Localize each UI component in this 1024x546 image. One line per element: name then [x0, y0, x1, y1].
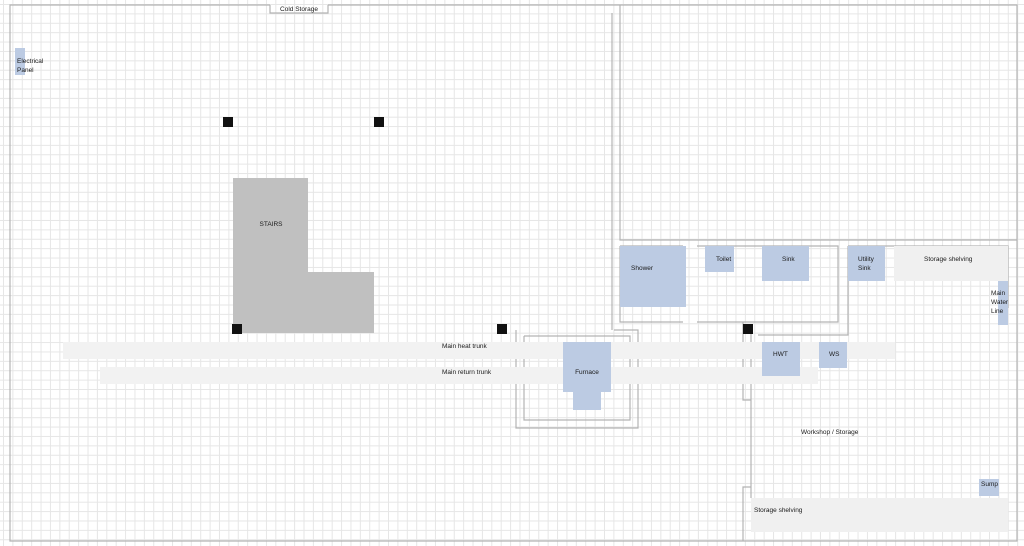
- sink-label: Sink: [782, 256, 795, 263]
- sump-label: Sump: [981, 481, 998, 488]
- electrical-panel-label: Electrical Panel: [17, 58, 45, 74]
- furnace: [563, 342, 611, 410]
- furnace-room-inner-wall: [523, 335, 631, 421]
- exterior-walls: [9, 4, 1018, 542]
- ws: [819, 342, 847, 368]
- fixtures: [15, 48, 1008, 496]
- post: [223, 117, 233, 127]
- furnace-room-outer-wall: [515, 329, 639, 429]
- east-room-wall: [619, 5, 1017, 241]
- main-heat-trunk: [63, 342, 895, 359]
- shower-label: Shower: [631, 265, 654, 272]
- post: [374, 117, 384, 127]
- main-water-line-label: Main Water Line: [991, 290, 1010, 315]
- ws-label: WS: [829, 351, 840, 358]
- main-return-trunk: [100, 367, 818, 384]
- storage-shelving-bottom-label: Storage shelving: [754, 507, 803, 514]
- labels: Cold Storage Electrical Panel STAIRS Sho…: [17, 6, 1010, 514]
- hwt-label: HWT: [773, 351, 788, 358]
- storage-shelving-bottom: [751, 498, 1008, 532]
- sump: [979, 479, 999, 496]
- post: [497, 324, 507, 334]
- structural-posts: [223, 117, 753, 334]
- electrical-panel: [15, 48, 25, 75]
- workshop-west-wall: [742, 322, 752, 541]
- hwt: [762, 342, 800, 376]
- toilet: [705, 246, 734, 272]
- main-return-trunk-label: Main return trunk: [442, 369, 492, 376]
- sink: [762, 246, 809, 281]
- post: [743, 324, 753, 334]
- stairs: [233, 178, 374, 333]
- furnace-label: Furnace: [575, 369, 599, 376]
- utility-sink: [848, 246, 885, 281]
- post: [232, 324, 242, 334]
- storage-shelving-top-label: Storage shelving: [924, 256, 973, 263]
- stairs-label: STAIRS: [260, 221, 284, 228]
- storage-shelving-top: [894, 246, 1008, 281]
- main-heat-trunk-label: Main heat trunk: [442, 343, 488, 350]
- toilet-label: Toilet: [716, 256, 731, 263]
- utility-sink-label: Utility Sink: [858, 256, 876, 272]
- main-water-line: [998, 281, 1008, 325]
- cold-storage-label: Cold Storage: [280, 6, 318, 13]
- cold-storage-door-frame: [269, 5, 329, 14]
- workshop-label: Workshop / Storage: [801, 429, 859, 436]
- shower: [620, 246, 686, 307]
- outer-wall-west: [9, 4, 1018, 542]
